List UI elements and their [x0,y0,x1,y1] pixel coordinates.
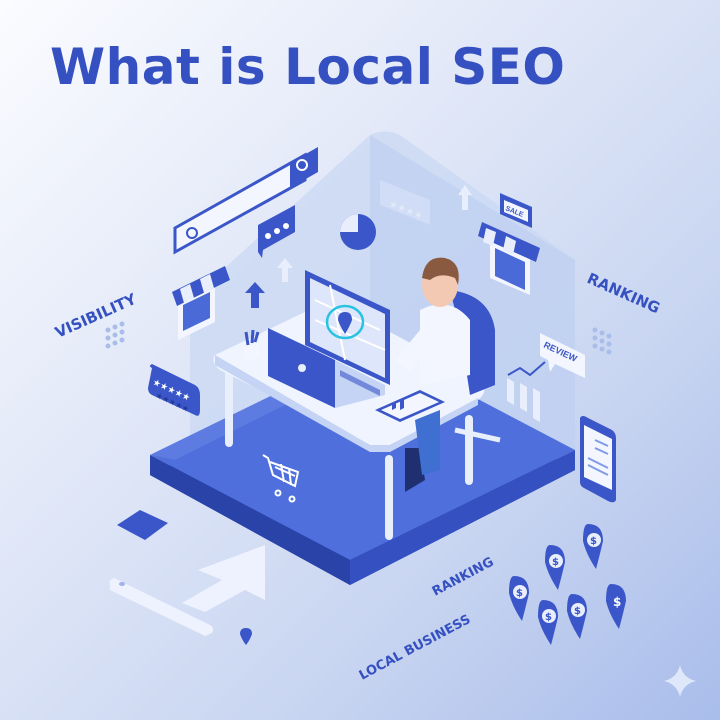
ranking-label-top: RANKING [584,269,662,317]
storefront-icon [172,266,230,340]
pie-chart-icon [340,214,376,250]
monitor-map-icon [305,270,390,385]
chat-bubble-icon [258,205,295,258]
storefront-icon [478,222,540,295]
local-business-label: LOCAL BUSINESS [357,612,473,683]
location-pin-icon [240,628,252,645]
dollar-pin-icon: $ [583,524,603,569]
dollar-pin-icon: $ [606,584,626,629]
dollar-pin-icon: $ [545,545,565,590]
up-arrow-icon [245,282,265,308]
laptop-icon [268,328,385,408]
tablet-chart-icon [375,390,445,422]
svg-text:$: $ [516,588,523,599]
dollar-pin-icon: $ [509,576,529,621]
person [395,257,470,492]
svg-text:$: $ [552,557,559,568]
dollar-pin-icon: $ [567,594,587,639]
svg-text:$: $ [590,536,597,547]
ranking-label-bottom: RANKING [430,555,497,600]
dot-grid [105,321,612,355]
up-arrow-icon [277,258,293,282]
tile-shape [117,510,168,540]
dollar-pin-icon: $ [538,600,558,645]
dollar-pins: $ $ $ $ $ $ [509,524,626,645]
search-icon [296,159,308,171]
smartphone-icon [580,416,616,503]
rating-stars-icon: ★★★★★ ★★★★★ [148,364,200,416]
up-arrow-icon [458,185,472,210]
big-arrow-icon [109,545,265,636]
sale-sign-icon: SALE [500,193,532,228]
sparkle-icon [664,665,696,697]
bar-chart-icon [507,361,546,422]
svg-text:$: $ [574,606,581,617]
svg-text:$: $ [613,595,621,609]
plant-icon [243,329,260,362]
shopping-cart-icon [262,454,300,503]
location-pin-icon [338,312,352,334]
svg-text:$: $ [545,612,552,623]
page-title: What is Local SEO [50,38,566,96]
search-bar [173,147,318,255]
visibility-label: VISIBILITY [52,289,140,341]
